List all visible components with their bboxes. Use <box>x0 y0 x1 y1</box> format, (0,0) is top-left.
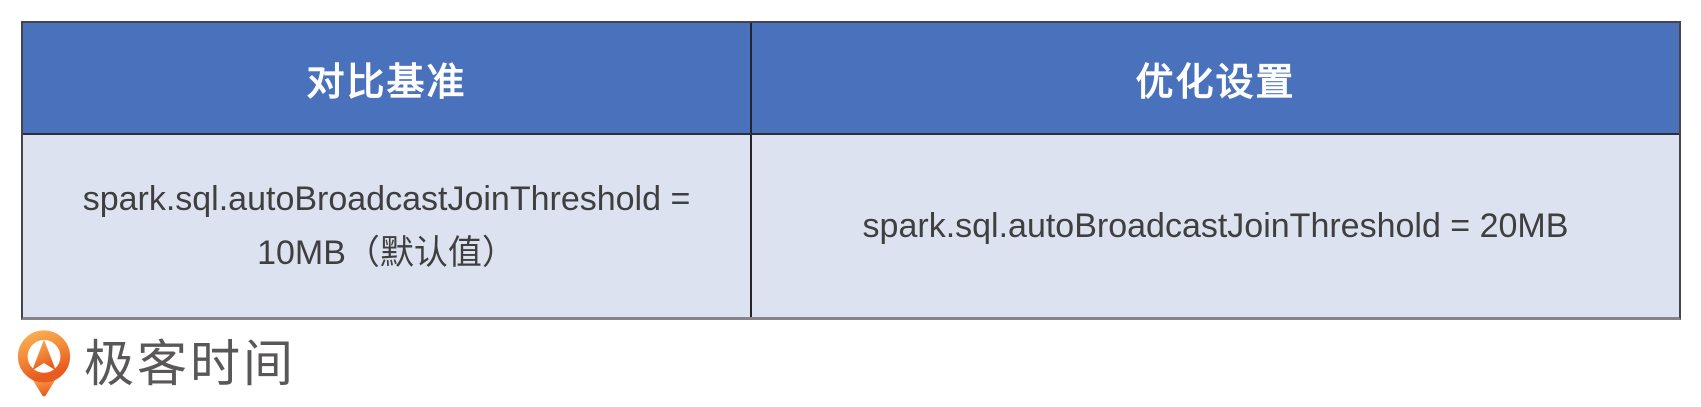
geektime-logo-icon <box>17 330 71 397</box>
table-body-row: spark.sql.autoBroadcastJoinThreshold = 1… <box>23 135 1679 317</box>
table-cell-optimized-value: spark.sql.autoBroadcastJoinThreshold = 2… <box>862 206 1569 245</box>
table-header-optimized: 优化设置 <box>1135 61 1296 104</box>
geektime-logo: 极客时间 <box>15 329 296 398</box>
geektime-logo-text: 极客时间 <box>84 335 296 392</box>
comparison-table: 对比基准 优化设置 spark.sql.autoBroadcastJoinThr… <box>21 21 1681 320</box>
table-cell-baseline-value: spark.sql.autoBroadcastJoinThreshold = 1… <box>23 135 752 317</box>
table-header-baseline: 对比基准 <box>23 23 752 133</box>
table-header-row: 对比基准 优化设置 <box>23 23 1679 135</box>
